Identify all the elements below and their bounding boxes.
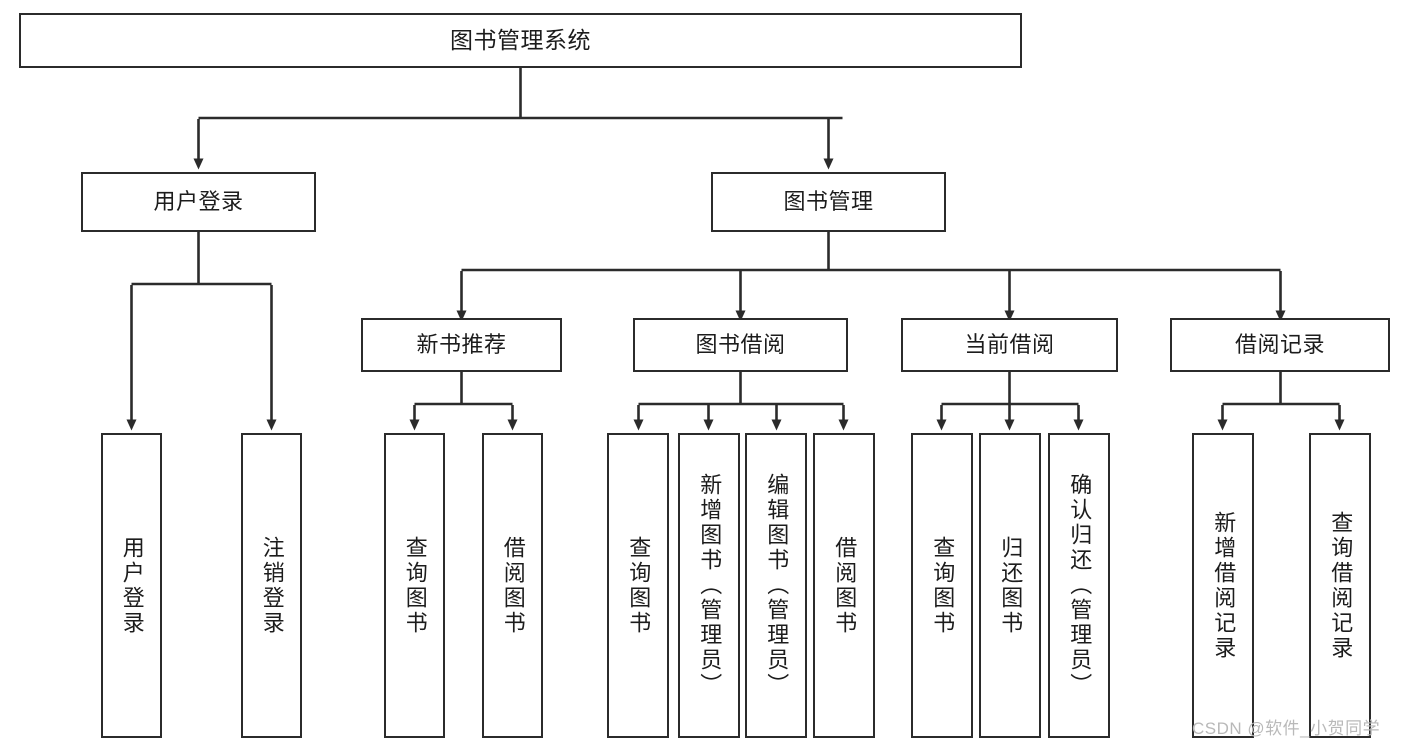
node-leaf-query-record-label: 查询借阅记录 [1328,510,1354,661]
node-leaf-confirm-return[interactable]: 确认归还（管理员） [1048,433,1110,738]
node-leaf-query-book-2[interactable]: 查询图书 [607,433,669,738]
node-current-borrow[interactable]: 当前借阅 [901,318,1118,372]
node-new-book-recommend[interactable]: 新书推荐 [361,318,562,372]
node-root[interactable]: 图书管理系统 [19,13,1022,68]
node-book-manage[interactable]: 图书管理 [711,172,946,232]
node-leaf-borrow-book-2[interactable]: 借阅图书 [813,433,875,738]
node-borrow-record[interactable]: 借阅记录 [1170,318,1390,372]
node-leaf-confirm-return-label: 确认归还（管理员） [1067,473,1093,698]
node-book-manage-label: 图书管理 [783,188,874,214]
node-leaf-borrow-book-2-label: 借阅图书 [832,535,858,636]
node-root-label: 图书管理系统 [450,26,591,53]
node-leaf-edit-book-label: 编辑图书（管理员） [764,473,790,698]
node-book-borrow-label: 图书借阅 [695,331,786,357]
node-leaf-query-book-1-label: 查询图书 [402,535,428,636]
node-leaf-add-book[interactable]: 新增图书（管理员） [678,433,740,738]
node-leaf-return-book[interactable]: 归还图书 [979,433,1041,738]
node-leaf-query-record[interactable]: 查询借阅记录 [1309,433,1371,738]
node-leaf-user-login-label: 用户登录 [119,535,145,636]
node-leaf-query-book-1[interactable]: 查询图书 [384,433,445,738]
node-book-borrow[interactable]: 图书借阅 [633,318,848,372]
node-leaf-user-login[interactable]: 用户登录 [101,433,162,738]
node-leaf-logout-login-label: 注销登录 [259,535,285,636]
node-leaf-edit-book[interactable]: 编辑图书（管理员） [745,433,807,738]
node-user-login-label: 用户登录 [153,188,244,214]
node-leaf-add-record[interactable]: 新增借阅记录 [1192,433,1254,738]
node-leaf-return-book-label: 归还图书 [998,535,1024,636]
node-leaf-borrow-book-1-label: 借阅图书 [500,535,526,636]
node-leaf-add-book-label: 新增图书（管理员） [697,473,723,698]
node-user-login[interactable]: 用户登录 [81,172,316,232]
node-leaf-query-book-3[interactable]: 查询图书 [911,433,973,738]
node-new-book-recommend-label: 新书推荐 [416,331,507,357]
node-leaf-add-record-label: 新增借阅记录 [1211,510,1237,661]
node-borrow-record-label: 借阅记录 [1234,331,1325,357]
node-current-borrow-label: 当前借阅 [964,331,1055,357]
node-leaf-query-book-3-label: 查询图书 [930,535,956,636]
node-leaf-query-book-2-label: 查询图书 [626,535,652,636]
node-leaf-borrow-book-1[interactable]: 借阅图书 [482,433,543,738]
node-leaf-logout-login[interactable]: 注销登录 [241,433,302,738]
